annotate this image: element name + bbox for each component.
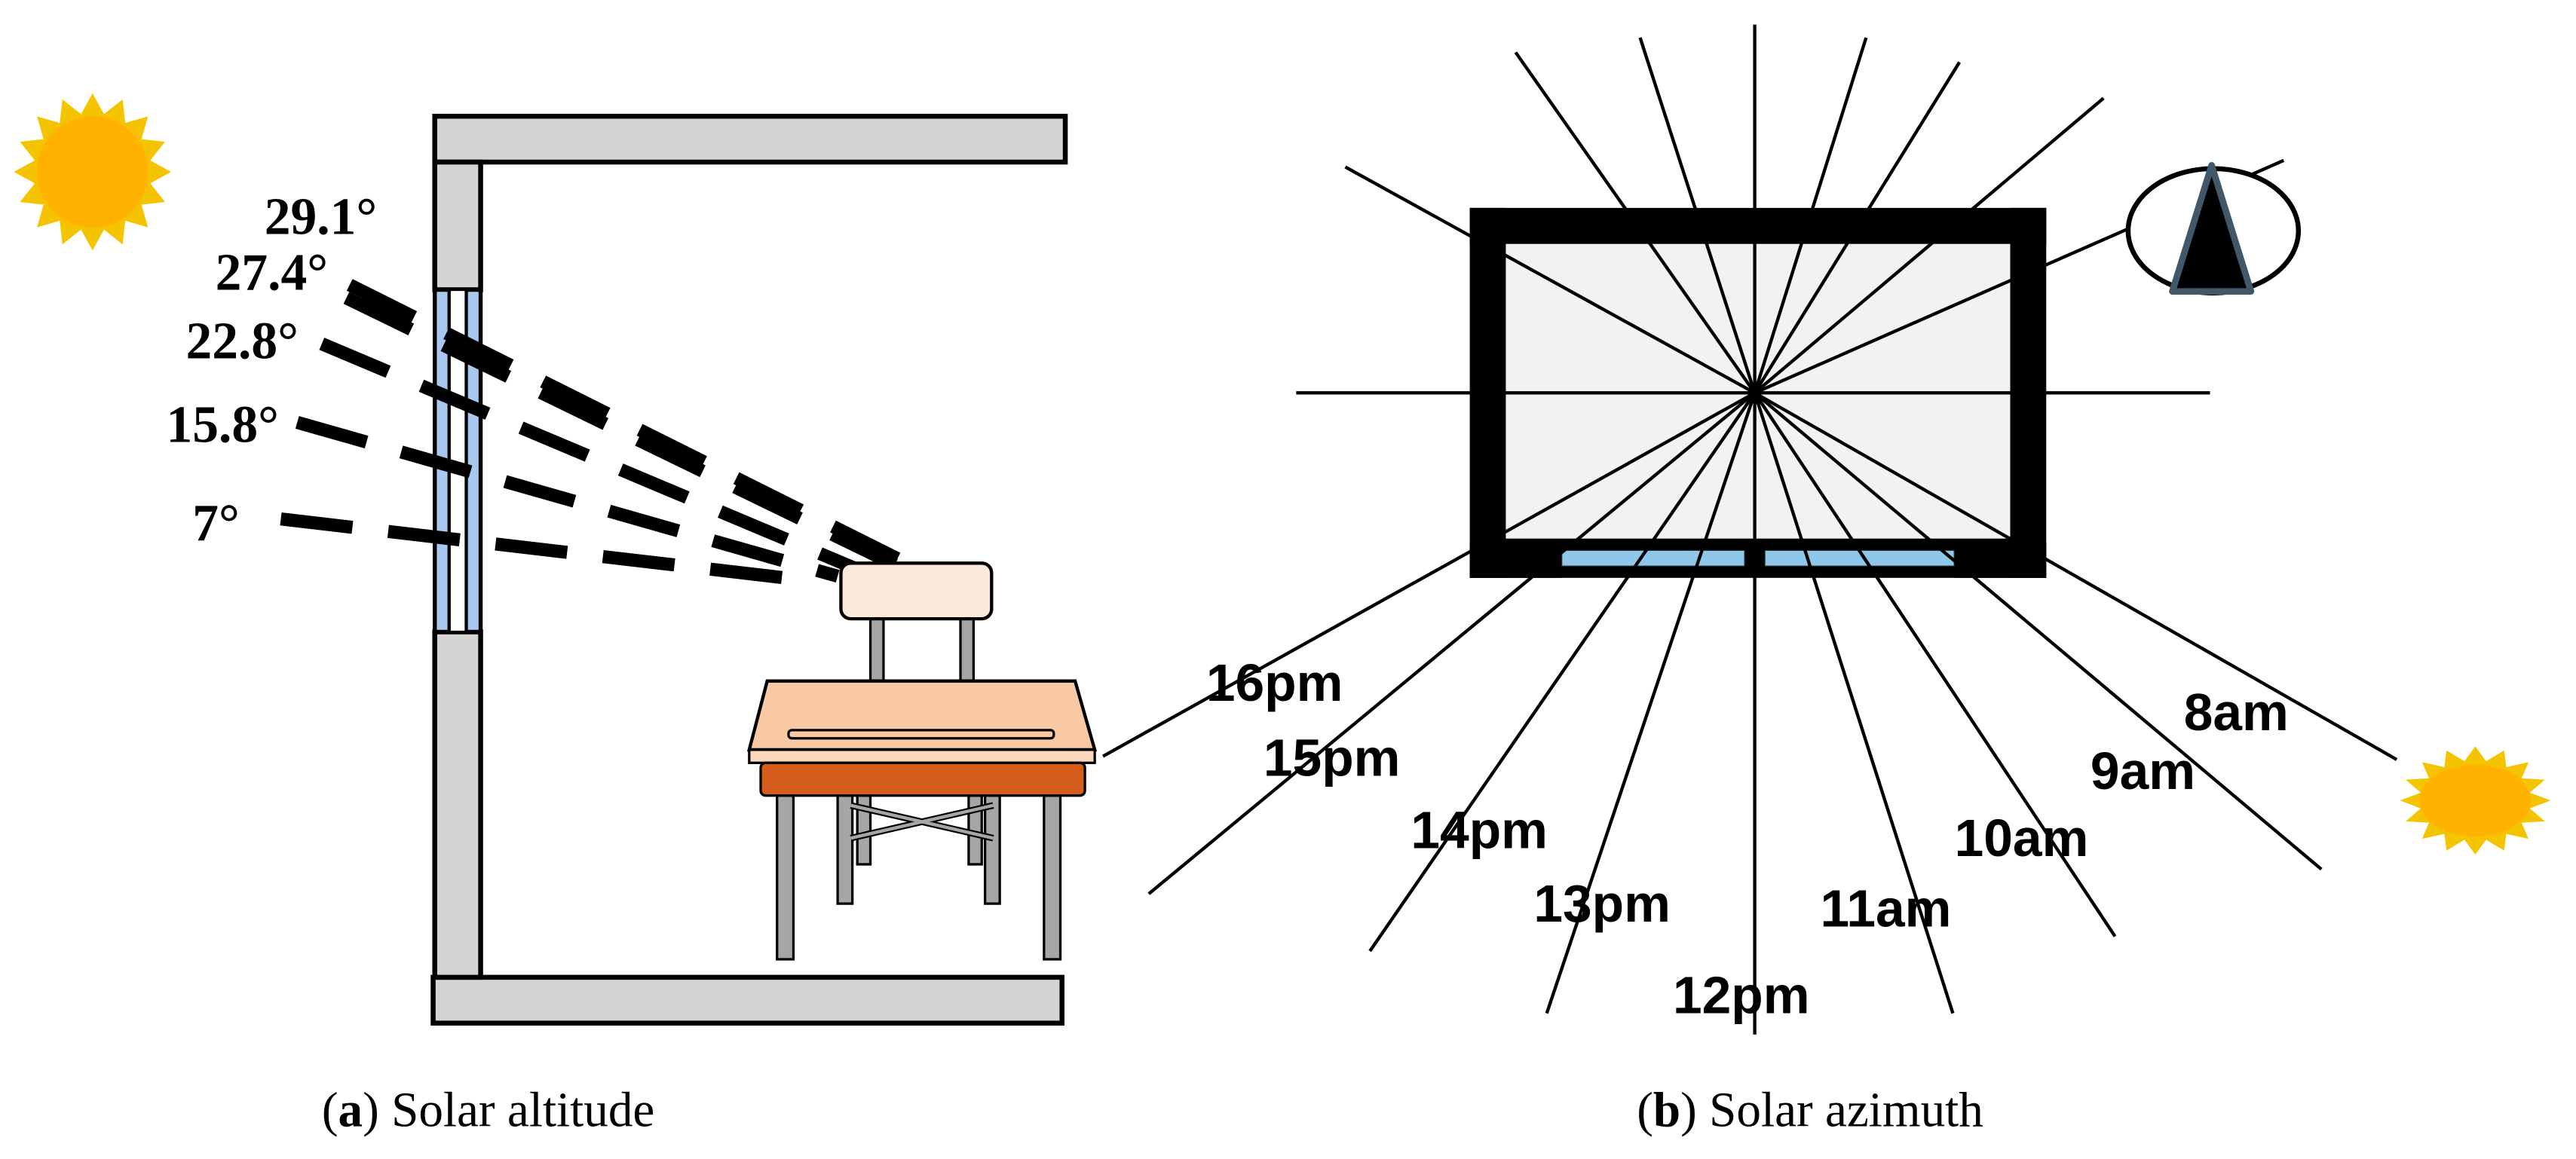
floor-slab xyxy=(430,974,1064,1026)
time-label: 11am xyxy=(1821,879,1952,938)
azimuth-line xyxy=(1368,392,1757,953)
azimuth-line xyxy=(1101,391,1756,758)
desk xyxy=(746,679,1098,961)
lower-wall xyxy=(432,629,483,980)
angle-label: 27.4° xyxy=(216,244,328,302)
time-label: 10am xyxy=(1955,809,2089,867)
caption-b-letter: b xyxy=(1653,1084,1680,1138)
sun-core xyxy=(36,116,149,228)
window xyxy=(433,287,483,635)
azimuth-line xyxy=(1754,96,2105,395)
chair-back xyxy=(839,561,994,621)
wall-right xyxy=(2010,207,2047,578)
desk-leg xyxy=(1043,794,1062,961)
azimuth-line xyxy=(1147,391,1756,895)
plan-window-left xyxy=(1561,549,1746,567)
panel-b: 16pm 15pm 14pm 13pm 12pm 11am 10am 9am 8… xyxy=(1101,24,2551,1138)
wall-left xyxy=(1469,207,1506,578)
ray-15-8 xyxy=(295,416,840,583)
panel-a: 29.1° 27.4° 22.8° 15.8° 7° xyxy=(14,93,1098,1138)
azimuth-line xyxy=(1753,392,2117,937)
chair xyxy=(839,561,994,693)
sun-ray-lines xyxy=(280,279,903,588)
caption-a-letter: a xyxy=(338,1084,363,1138)
ray-22-8 xyxy=(319,338,865,578)
caption-b-text: Solar azimuth xyxy=(1697,1084,1983,1138)
desk-pencil-groove xyxy=(787,729,1055,740)
sun-icon-right xyxy=(2400,746,2551,855)
caption-a-text: Solar altitude xyxy=(379,1084,655,1138)
desk-leg xyxy=(776,794,795,961)
ray-7 xyxy=(280,512,814,588)
azimuth-lines xyxy=(1101,24,2398,1035)
desk-front xyxy=(759,761,1086,797)
ray-27-4 xyxy=(343,292,898,571)
caption-b: (b) Solar azimuth xyxy=(1637,1084,1983,1138)
azimuth-line xyxy=(1754,391,2398,761)
time-label: 13pm xyxy=(1533,874,1671,933)
sun-icon-left xyxy=(14,93,171,251)
angle-label: 22.8° xyxy=(186,313,299,371)
angle-label: 29.1° xyxy=(265,188,377,246)
azimuth-line xyxy=(1753,392,1955,1014)
desk-leg xyxy=(983,794,1001,905)
time-label: 9am xyxy=(2091,742,2195,800)
desk-cross-brace xyxy=(850,803,994,840)
angle-label: 15.8° xyxy=(166,396,278,454)
sun-core xyxy=(2419,764,2532,837)
time-label: 12pm xyxy=(1673,966,1810,1025)
time-label: 8am xyxy=(2184,683,2289,742)
wall-bottom-lintel xyxy=(1505,538,2011,550)
window-mullion xyxy=(1744,545,1765,575)
north-arrow-icon xyxy=(2125,162,2302,296)
room-walls xyxy=(1469,207,2047,578)
angle-label: 7° xyxy=(192,494,240,552)
azimuth-line xyxy=(1545,392,1757,1014)
time-label: 14pm xyxy=(1411,800,1548,859)
upper-wall xyxy=(432,159,483,292)
ceiling-slab xyxy=(432,113,1068,165)
compass-arrow xyxy=(2169,162,2255,295)
azimuth-line xyxy=(1754,391,2323,871)
desk-edge xyxy=(748,748,1096,764)
desk-leg xyxy=(836,794,854,905)
wall-top xyxy=(1469,207,2047,244)
caption-a: (a) Solar altitude xyxy=(322,1084,655,1138)
azimuth-line xyxy=(1344,165,1756,395)
time-label: 15pm xyxy=(1263,729,1401,787)
time-label: 16pm xyxy=(1206,653,1343,712)
